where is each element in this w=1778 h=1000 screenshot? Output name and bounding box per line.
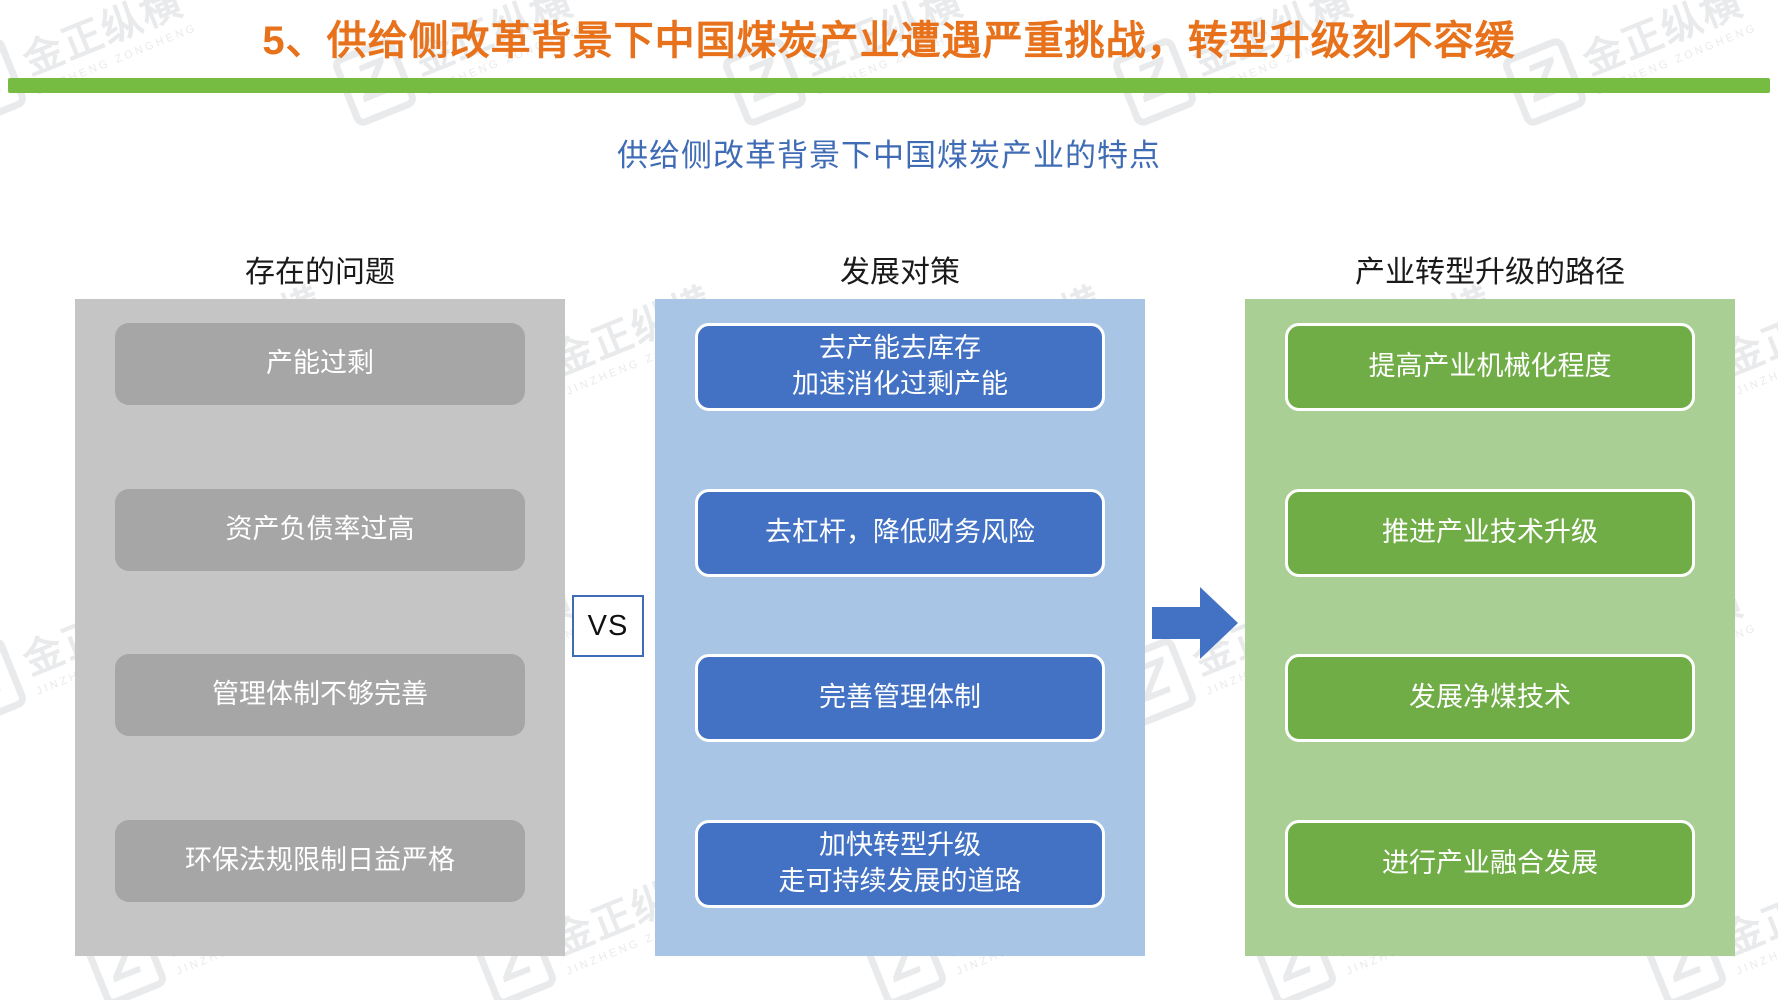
- chip-measures-3: 加快转型升级走可持续发展的道路: [695, 820, 1105, 908]
- chip-label: 完善管理体制: [819, 680, 981, 716]
- chip-label: 提高产业机械化程度: [1369, 349, 1612, 385]
- chip-problems-1: 资产负债率过高: [115, 489, 525, 571]
- chip-paths-3: 进行产业融合发展: [1285, 820, 1695, 908]
- chip-problems-0: 产能过剩: [115, 323, 525, 405]
- chip-paths-1: 推进产业技术升级: [1285, 489, 1695, 577]
- chip-text-line: 进行产业融合发展: [1382, 848, 1598, 879]
- chip-text-line: 资产负债率过高: [225, 514, 415, 545]
- chip-label: 发展净煤技术: [1409, 680, 1571, 716]
- chip-label: 进行产业融合发展: [1382, 846, 1598, 882]
- column-panel-problems: 产能过剩资产负债率过高管理体制不够完善环保法规限制日益严格: [75, 299, 565, 956]
- chip-text-line: 发展净煤技术: [1409, 682, 1571, 713]
- chip-text-line: 加速消化过剩产能: [792, 369, 1008, 399]
- right-arrow-icon: [1152, 583, 1238, 663]
- chip-text-line: 完善管理体制: [819, 682, 981, 713]
- chip-text-line: 产能过剩: [266, 348, 374, 379]
- column-header-paths: 产业转型升级的路径: [1355, 256, 1625, 289]
- page-title: 5、供给侧改革背景下中国煤炭产业遭遇严重挑战，转型升级刻不容缓: [262, 19, 1516, 63]
- column-panel-paths: 提高产业机械化程度推进产业技术升级发展净煤技术进行产业融合发展: [1245, 299, 1735, 956]
- chip-label: 去产能去库存加速消化过剩产能: [792, 331, 1008, 402]
- chip-measures-1: 去杠杆，降低财务风险: [695, 489, 1105, 577]
- chip-label: 资产负债率过高: [226, 512, 415, 548]
- chip-problems-3: 环保法规限制日益严格: [115, 820, 525, 902]
- chip-measures-2: 完善管理体制: [695, 654, 1105, 742]
- chip-label: 推进产业技术升级: [1382, 515, 1598, 551]
- chip-text-line: 管理体制不够完善: [212, 679, 428, 710]
- vs-badge: VS: [572, 595, 644, 657]
- title-underline-bar: [8, 78, 1770, 93]
- chip-label: 加快转型升级走可持续发展的道路: [779, 828, 1022, 899]
- chip-label: 环保法规限制日益严格: [185, 843, 455, 879]
- chip-text-line: 走可持续发展的道路: [778, 866, 1022, 896]
- chip-text-line: 去产能去库存: [819, 333, 981, 364]
- chip-text-line: 去杠杆，降低财务风险: [765, 517, 1035, 548]
- title-block: 5、供给侧改革背景下中国煤炭产业遭遇严重挑战，转型升级刻不容缓: [0, 18, 1778, 64]
- chip-paths-0: 提高产业机械化程度: [1285, 323, 1695, 411]
- chip-label: 去杠杆，降低财务风险: [765, 515, 1035, 551]
- chip-label: 管理体制不够完善: [212, 677, 428, 713]
- column-panel-measures: 去产能去库存加速消化过剩产能去杠杆，降低财务风险完善管理体制加快转型升级走可持续…: [655, 299, 1145, 956]
- column-header-problems: 存在的问题: [245, 256, 395, 289]
- column-header-measures: 发展对策: [840, 256, 960, 289]
- chip-problems-2: 管理体制不够完善: [115, 654, 525, 736]
- chip-label: 产能过剩: [266, 346, 374, 382]
- chip-paths-2: 发展净煤技术: [1285, 654, 1695, 742]
- chip-text-line: 加快转型升级: [819, 830, 981, 861]
- slide-subtitle: 供给侧改革背景下中国煤炭产业的特点: [617, 138, 1161, 173]
- chip-text-line: 环保法规限制日益严格: [185, 845, 455, 876]
- chip-measures-0: 去产能去库存加速消化过剩产能: [695, 323, 1105, 411]
- chip-text-line: 推进产业技术升级: [1382, 517, 1598, 548]
- chip-text-line: 提高产业机械化程度: [1368, 351, 1612, 382]
